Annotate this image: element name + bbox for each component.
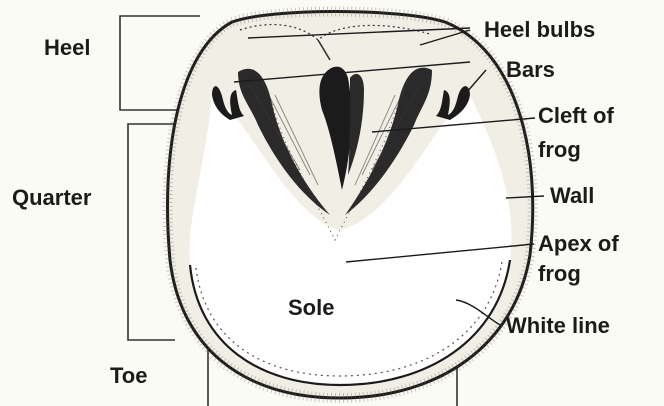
apex-of-frog-label-line1: Apex of bbox=[538, 232, 619, 256]
sole-label: Sole bbox=[288, 296, 334, 320]
white-line-label: White line bbox=[506, 314, 610, 338]
apex-of-frog-label-line2: frog bbox=[538, 262, 581, 286]
heel-bulbs-label: Heel bulbs bbox=[484, 18, 595, 42]
toe-label: Toe bbox=[110, 364, 147, 388]
heel-label: Heel bbox=[44, 36, 90, 60]
cleft-of-frog-label-line2: frog bbox=[538, 138, 581, 162]
quarter-label: Quarter bbox=[12, 186, 91, 210]
bars-label: Bars bbox=[506, 58, 555, 82]
wall-label: Wall bbox=[550, 184, 594, 208]
cleft-of-frog-label-line1: Cleft of bbox=[538, 104, 614, 128]
